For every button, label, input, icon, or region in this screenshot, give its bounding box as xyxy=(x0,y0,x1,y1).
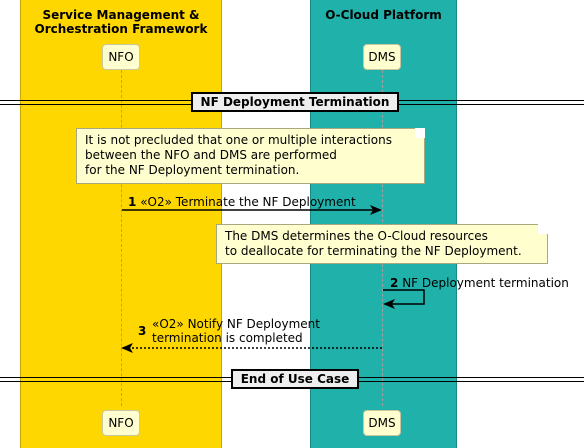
message-2-label: 2 NF Deployment termination xyxy=(390,276,569,290)
message-1-label: 1 «O2» Terminate the NF Deployment xyxy=(128,195,356,209)
message-3-number: 3 xyxy=(138,324,147,338)
note1-line1: It is not precluded that one or multiple… xyxy=(85,133,392,147)
divider-start-label: NF Deployment Termination xyxy=(191,92,399,112)
message-1-number: 1 xyxy=(128,195,137,209)
message-2-number: 2 xyxy=(390,276,399,290)
divider-end-label: End of Use Case xyxy=(231,369,359,389)
note-fold-corner xyxy=(538,224,548,234)
note2-line1: The DMS determines the O-Cloud resources xyxy=(225,229,488,243)
note-fold-corner xyxy=(415,128,425,138)
message-3-text-line1: «O2» Notify NF Deployment xyxy=(152,317,320,331)
note-dms-determines: The DMS determines the O-Cloud resources… xyxy=(216,224,548,264)
dms-participant-top: DMS xyxy=(363,44,401,70)
smo-lane-title-line1: Service Management & xyxy=(42,8,200,22)
note2-line2: to deallocate for terminating the NF Dep… xyxy=(225,244,522,258)
dms-participant-bottom: DMS xyxy=(363,410,401,436)
nfo-lifeline xyxy=(121,70,122,406)
message-3-text-line2: termination is completed xyxy=(152,331,303,345)
message-2-text: NF Deployment termination xyxy=(402,276,569,290)
note1-line2: between the NFO and DMS are performed xyxy=(85,148,337,162)
ocloud-lane-title: O-Cloud Platform xyxy=(325,8,442,22)
nfo-participant-top: NFO xyxy=(102,44,140,70)
note-interactions: It is not precluded that one or multiple… xyxy=(76,128,425,184)
smo-lane-title-line2: Orchestration Framework xyxy=(34,22,208,36)
nfo-participant-bottom: NFO xyxy=(102,410,140,436)
note1-line3: for the NF Deployment termination. xyxy=(85,163,300,177)
message-1-text: «O2» Terminate the NF Deployment xyxy=(140,195,356,209)
